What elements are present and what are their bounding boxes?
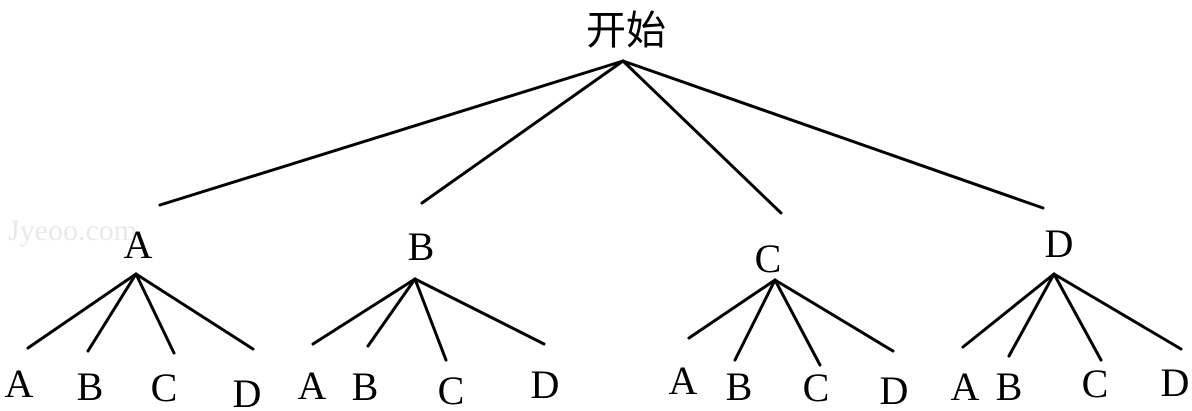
watermark-text: Jyeoo.com	[8, 214, 137, 247]
edge-root-to-c	[621, 59, 783, 215]
node-a-label: A	[124, 222, 153, 267]
leaf-a-d-label: D	[233, 371, 262, 411]
leaf-c-d-label: D	[880, 368, 909, 411]
edge-d-to-c	[1052, 272, 1103, 362]
leaf-b-a-label: A	[298, 363, 327, 408]
root-node-label: 开始	[586, 8, 666, 54]
leaf-a-b-label: B	[77, 364, 104, 409]
leaf-d-c-label: C	[1082, 361, 1109, 406]
leaf-c-b-label: B	[726, 364, 753, 409]
leaf-d-d-label: D	[1161, 360, 1190, 405]
leaf-c-c-label: C	[803, 365, 830, 410]
leaf-c-a-label: A	[669, 358, 698, 403]
edge-d-to-d	[1052, 272, 1183, 351]
leaf-b-d-label: D	[531, 362, 560, 407]
node-b-label: B	[408, 224, 435, 269]
edge-c-to-d	[773, 278, 895, 353]
edge-root-to-b	[420, 59, 625, 205]
leaf-a-c-label: C	[151, 365, 178, 410]
edge-a-to-d	[134, 272, 255, 351]
edge-root-to-a	[158, 59, 625, 207]
edge-a-to-c	[134, 272, 176, 355]
edge-b-to-a	[311, 277, 417, 346]
branch-b-edges	[311, 277, 546, 362]
root-edges	[158, 59, 1045, 215]
branch-c-edges	[687, 278, 895, 367]
leaf-b-b-label: B	[352, 364, 379, 409]
edge-c-to-a	[687, 278, 777, 340]
branch-d-edges	[961, 272, 1183, 362]
leaf-d-b-label: B	[996, 364, 1023, 409]
edge-b-to-d	[413, 277, 546, 346]
edge-b-to-c	[413, 277, 448, 362]
edge-c-to-c	[773, 278, 822, 367]
branch-a-edges	[26, 272, 255, 355]
leaf-a-a-label: A	[5, 361, 34, 406]
edge-a-to-a	[26, 272, 138, 350]
edge-c-to-b	[733, 278, 777, 362]
edge-root-to-d	[621, 59, 1045, 210]
edge-b-to-b	[366, 277, 417, 348]
node-c-label: C	[755, 236, 782, 281]
edge-a-to-b	[86, 272, 138, 353]
edge-d-to-a	[961, 272, 1056, 349]
edge-d-to-b	[1007, 272, 1056, 358]
leaf-d-a-label: A	[951, 364, 980, 409]
leaf-b-c-label: C	[438, 368, 465, 411]
node-d-label: D	[1045, 221, 1074, 266]
